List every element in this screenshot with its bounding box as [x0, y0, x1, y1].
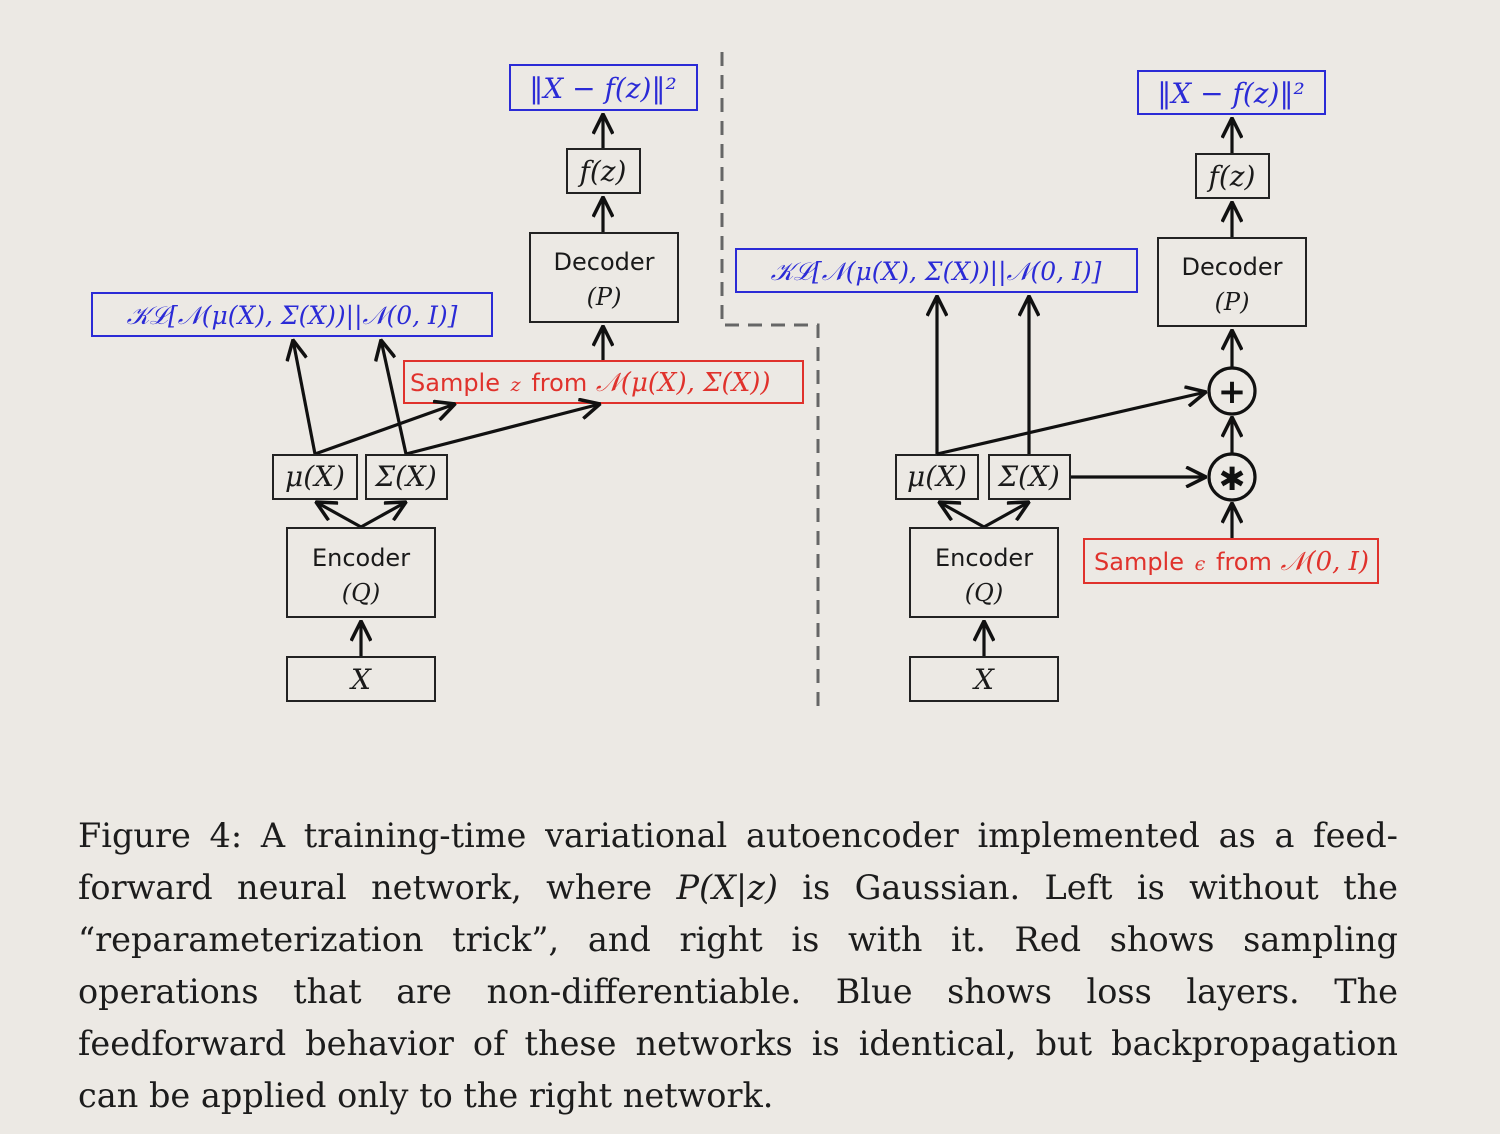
right-sigma-box	[988, 454, 1071, 500]
right-recon-loss-label: ‖X − f(z)‖²	[1157, 77, 1304, 110]
right-mu-box	[895, 454, 979, 500]
right-decoder-label: Decoder	[1182, 253, 1283, 281]
left-arrow-sigma-to-sample	[405, 404, 600, 456]
left-arrow-mu-to-sample	[314, 404, 455, 456]
left-input-label: X	[349, 663, 372, 696]
panel-divider	[720, 52, 820, 710]
caption-text-part2: is Gaussian. Left is without the “repara…	[78, 868, 1399, 1115]
left-sigma-label: Σ(X)	[374, 460, 437, 493]
times-op-symbol: ✱	[1219, 460, 1246, 498]
caption-math: P(X|z)	[676, 868, 778, 907]
vae-diagram: ‖X − f(z)‖² f(z) Decoder (P) 𝒦ℒ[𝒩(μ(X), …	[91, 52, 1379, 710]
left-recon-loss-box	[509, 64, 698, 111]
right-recon-loss-box	[1137, 70, 1326, 115]
left-sample-label: Sample z from 𝒩(μ(X), Σ(X))	[410, 368, 771, 398]
right-encoder-box	[909, 527, 1059, 618]
left-decoder-sublabel: (P)	[587, 283, 622, 311]
right-arrow-mu-to-plus	[936, 392, 1206, 456]
left-arrow-mu-to-kl	[293, 340, 317, 455]
right-sigma-label: Σ(X)	[997, 460, 1060, 493]
right-mu-label: μ(X)	[907, 460, 967, 493]
right-input-box	[909, 656, 1059, 702]
left-encoder-box	[286, 527, 436, 618]
left-panel: ‖X − f(z)‖² f(z) Decoder (P) 𝒦ℒ[𝒩(μ(X), …	[91, 64, 804, 702]
left-input-box	[286, 656, 436, 702]
left-kl-loss-box	[91, 292, 493, 337]
figure-caption: Figure 4: A training-time variational au…	[78, 810, 1398, 1122]
right-encoder-label: Encoder	[935, 544, 1033, 572]
left-mu-box	[272, 454, 358, 500]
right-input-label: X	[972, 663, 995, 696]
right-arrow-encoder-to-sigma	[983, 502, 1029, 529]
left-sigma-box	[365, 454, 448, 500]
left-arrow-encoder-to-sigma	[360, 502, 406, 529]
right-kl-loss-box	[735, 248, 1138, 293]
right-decoder-box	[1157, 237, 1307, 327]
right-panel: ‖X − f(z)‖² f(z) Decoder (P) 𝒦ℒ[𝒩(μ(X), …	[735, 70, 1379, 702]
left-fz-label: f(z)	[578, 155, 627, 188]
left-arrow-encoder-to-mu	[316, 502, 362, 529]
left-decoder-box	[529, 232, 679, 323]
right-kl-loss-label: 𝒦ℒ[𝒩(μ(X), Σ(X))||𝒩(0, I)]	[771, 257, 1102, 287]
right-arrow-encoder-to-mu	[939, 502, 985, 529]
left-fz-box	[566, 148, 641, 194]
left-encoder-sublabel: (Q)	[342, 579, 380, 607]
right-sample-box	[1083, 538, 1379, 584]
right-fz-label: f(z)	[1207, 160, 1256, 193]
times-op-circle	[1207, 452, 1257, 502]
left-encoder-label: Encoder	[312, 544, 410, 572]
left-decoder-label: Decoder	[554, 248, 655, 276]
plus-op-symbol: +	[1218, 372, 1247, 412]
right-sample-label: Sample ϵ from 𝒩(0, I)	[1094, 547, 1369, 577]
left-kl-loss-label: 𝒦ℒ[𝒩(μ(X), Σ(X))||𝒩(0, I)]	[127, 301, 458, 331]
left-arrow-sigma-to-kl	[381, 340, 408, 455]
right-encoder-sublabel: (Q)	[965, 579, 1003, 607]
caption-text-part1: Figure 4: A training-time variational au…	[78, 816, 1398, 907]
right-decoder-sublabel: (P)	[1215, 288, 1250, 316]
left-mu-label: μ(X)	[285, 460, 345, 493]
left-recon-loss-label: ‖X − f(z)‖²	[529, 72, 676, 105]
right-fz-box	[1195, 153, 1270, 199]
